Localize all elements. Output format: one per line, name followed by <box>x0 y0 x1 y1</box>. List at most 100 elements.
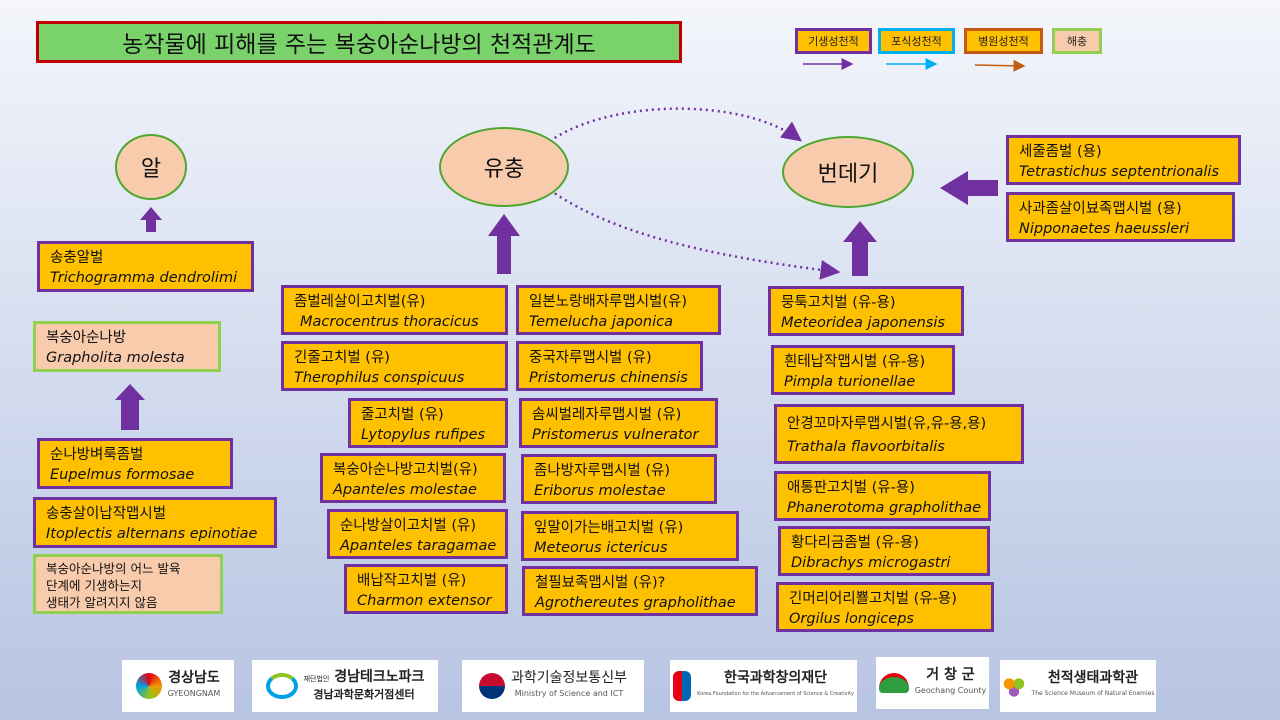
card-kor: 줄고치벌 (유) <box>361 407 444 423</box>
card-kor: 잎말이가는배고치벌 (유) <box>534 520 684 536</box>
logo-museum: 천적생태과학관 The Science Museum of Natural Ene… <box>1000 660 1156 712</box>
logo-name: 천적생태과학관 <box>1047 670 1139 686</box>
card-larva-b2: 중국자루맵시벌 (유) Pristomerus chinensis <box>516 341 703 391</box>
note-line: 복숭아순나방의 어느 발육 <box>46 561 181 576</box>
card-sci: Agrothereutes grapholithae <box>535 595 736 611</box>
card-larva-a5: 순나방살이고치벌 (유) Apanteles taragamae <box>327 509 508 559</box>
card-pupa-4: 애통판고치벌 (유-용) Phanerotoma grapholithae <box>774 471 991 521</box>
logo-msit: 과학기술정보통신부 Ministry of Science and ICT <box>462 660 644 712</box>
card-sci: Nipponaetes haeussleri <box>1019 221 1190 237</box>
legend-parasitoid: 기생성천적 <box>795 28 872 54</box>
card-pupa-2: 흰테납작맵시벌 (유-용) Pimpla turionellae <box>771 345 955 395</box>
card-larva-b1: 일본노랑배자루맵시벌(유) Temelucha japonica <box>516 285 721 335</box>
legend-pest: 해충 <box>1052 28 1102 54</box>
arrow-left-pupa <box>940 171 998 205</box>
card-sci: Temelucha japonica <box>529 314 673 330</box>
card-kor: 안경꼬마자루맵시벌(유,유-용,용) <box>787 416 987 432</box>
logo-name: 경남테크노파크 <box>334 669 425 685</box>
card-sci: Phanerotoma grapholithae <box>787 500 981 516</box>
stage-egg: 알 <box>115 134 187 200</box>
logo-name: 한국과학창의재단 <box>723 670 828 686</box>
card-larva-b6: 철필뵤족맵시벌 (유)? Agrothereutes grapholithae <box>522 566 758 616</box>
card-sci: Pristomerus chinensis <box>529 370 688 386</box>
card-pupal-2: 사과좀살이뵤족맵시벌 (용) Nipponaetes haeussleri <box>1006 192 1235 242</box>
card-kor: 좀나방자루맵시벌 (유) <box>534 463 670 479</box>
page-title: 농작물에 피해를 주는 복숭아순나방의 천적관계도 <box>36 21 682 63</box>
card-kor: 솜씨벌레자루맵시벌 (유) <box>532 407 682 423</box>
card-kor: 철필뵤족맵시벌 (유)? <box>535 575 666 591</box>
logo-name: 과학기술정보통신부 <box>511 670 627 686</box>
card-sci: Eupelmus formosae <box>50 467 195 483</box>
logo-sub: GYEONGNAM <box>167 689 221 698</box>
card-pupa-3: 안경꼬마자루맵시벌(유,유-용,용) Trathala flavoorbital… <box>774 404 1024 464</box>
card-larva-a4: 복숭아순나방고치벌(유) Apanteles molestae <box>320 453 506 503</box>
card-sci: Meteoridea japonensis <box>781 315 945 331</box>
hexagon-icon <box>1001 675 1026 697</box>
arrow-up-pupa <box>843 221 877 276</box>
card-kor: 순나방벼룩좀벌 <box>50 447 144 463</box>
legend-pathogen: 병원성천적 <box>964 28 1043 54</box>
legend-predator: 포식성천적 <box>878 28 955 54</box>
stage-larva: 유충 <box>439 127 569 207</box>
card-sci: Apanteles taragamae <box>340 538 497 554</box>
card-sci: Grapholita molesta <box>46 350 185 366</box>
card-hyper-1: 순나방벼룩좀벌 Eupelmus formosae <box>37 438 233 489</box>
logo-sub: Ministry of Science and ICT <box>514 689 624 698</box>
logo-name: 거 창 군 <box>926 667 975 683</box>
logo-prefix: 재단법인 <box>303 675 330 683</box>
card-sci: Tetrastichus septentrionalis <box>1019 164 1220 180</box>
card-kor: 일본노랑배자루맵시벌(유) <box>529 294 688 310</box>
card-larva-a2: 긴줄고치벌 (유) Therophilus conspicuus <box>281 341 508 391</box>
card-larva-b4: 좀나방자루맵시벌 (유) Eriborus molestae <box>521 454 717 504</box>
card-kor: 복숭아순나방 <box>46 330 127 346</box>
card-pupal-1: 세줄좀벌 (용) Tetrastichus septentrionalis <box>1006 135 1241 185</box>
card-sci: Macrocentrus thoracicus <box>300 314 479 330</box>
logo-sub: Korea Foundation for the Advancement of … <box>697 691 854 697</box>
card-sci: Eriborus molestae <box>534 483 666 499</box>
card-hyper-2: 송충살이납작맵시벌 Itoplectis alternans epinotiae <box>33 497 277 548</box>
card-pupa-6: 긴머리어리뾸고치벌 (유-용) Orgilus longiceps <box>776 582 994 632</box>
note-line: 생태가 알려지지 않음 <box>46 595 158 610</box>
sun-icon <box>135 673 162 699</box>
card-kor: 긴머리어리뾸고치벌 (유-용) <box>789 591 957 607</box>
card-kor: 황다리금좀벌 (유-용) <box>791 535 919 551</box>
card-sci: Charmon extensor <box>357 593 492 609</box>
card-sci: Pimpla turionellae <box>784 374 916 390</box>
card-kor: 세줄좀벌 (용) <box>1019 144 1102 160</box>
taegeuk-icon <box>479 673 506 699</box>
card-kor: 사과좀살이뵤족맵시벌 (용) <box>1019 201 1182 217</box>
note-line: 단계에 기생하는지 <box>46 578 142 593</box>
larva-to-pupa-arc <box>544 107 803 146</box>
card-larva-b3: 솜씨벌레자루맵시벌 (유) Pristomerus vulnerator <box>519 398 718 448</box>
card-kor: 중국자루맵시벌 (유) <box>529 350 652 366</box>
card-sci: Dibrachys microgastri <box>791 555 951 571</box>
card-sci: Itoplectis alternans epinotiae <box>46 526 258 542</box>
card-larva-a3: 줄고치벌 (유) Lytopylus rufipes <box>348 398 508 448</box>
arrow-up-larva <box>488 214 520 274</box>
card-sci: Lytopylus rufipes <box>361 427 486 443</box>
card-kor: 좀벌레살이고치벌(유) <box>294 294 426 310</box>
card-larva-b5: 잎말이가는배고치벌 (유) Meteorus ictericus <box>521 511 739 561</box>
stage-pupa: 번데기 <box>782 136 914 208</box>
card-sci: Trichogramma dendrolimi <box>50 270 238 286</box>
card-kor: 배납작고치벌 (유) <box>357 573 467 589</box>
larva-pupa-lower-arc <box>549 188 841 280</box>
card-note: 복숭아순나방의 어느 발육 단계에 기생하는지 생태가 알려지지 않음 <box>33 554 223 614</box>
swirl-icon <box>265 673 298 699</box>
card-larva-a1: 좀벌레살이고치벌(유) Macrocentrus thoracicus <box>281 285 508 335</box>
arrow-up-pest <box>115 384 145 430</box>
hill-icon <box>878 673 909 693</box>
card-sci: Trathala flavoorbitalis <box>787 439 945 455</box>
kofac-icon <box>673 671 692 701</box>
card-kor: 송충알벌 <box>50 250 104 266</box>
card-egg-parasitoid: 송충알벌 Trichogramma dendrolimi <box>37 241 254 292</box>
logo-sub: 경남과학문화거점센터 <box>313 688 415 701</box>
card-sci: Orgilus longiceps <box>789 611 914 627</box>
logo-sub: The Science Museum of Natural Enemies <box>1031 690 1155 697</box>
logo-sub: Geochang County <box>914 686 987 695</box>
card-pupa-1: 뭉툭고치벌 (유-용) Meteoridea japonensis <box>768 286 964 336</box>
legend-arrow-pathogen <box>974 59 1026 72</box>
